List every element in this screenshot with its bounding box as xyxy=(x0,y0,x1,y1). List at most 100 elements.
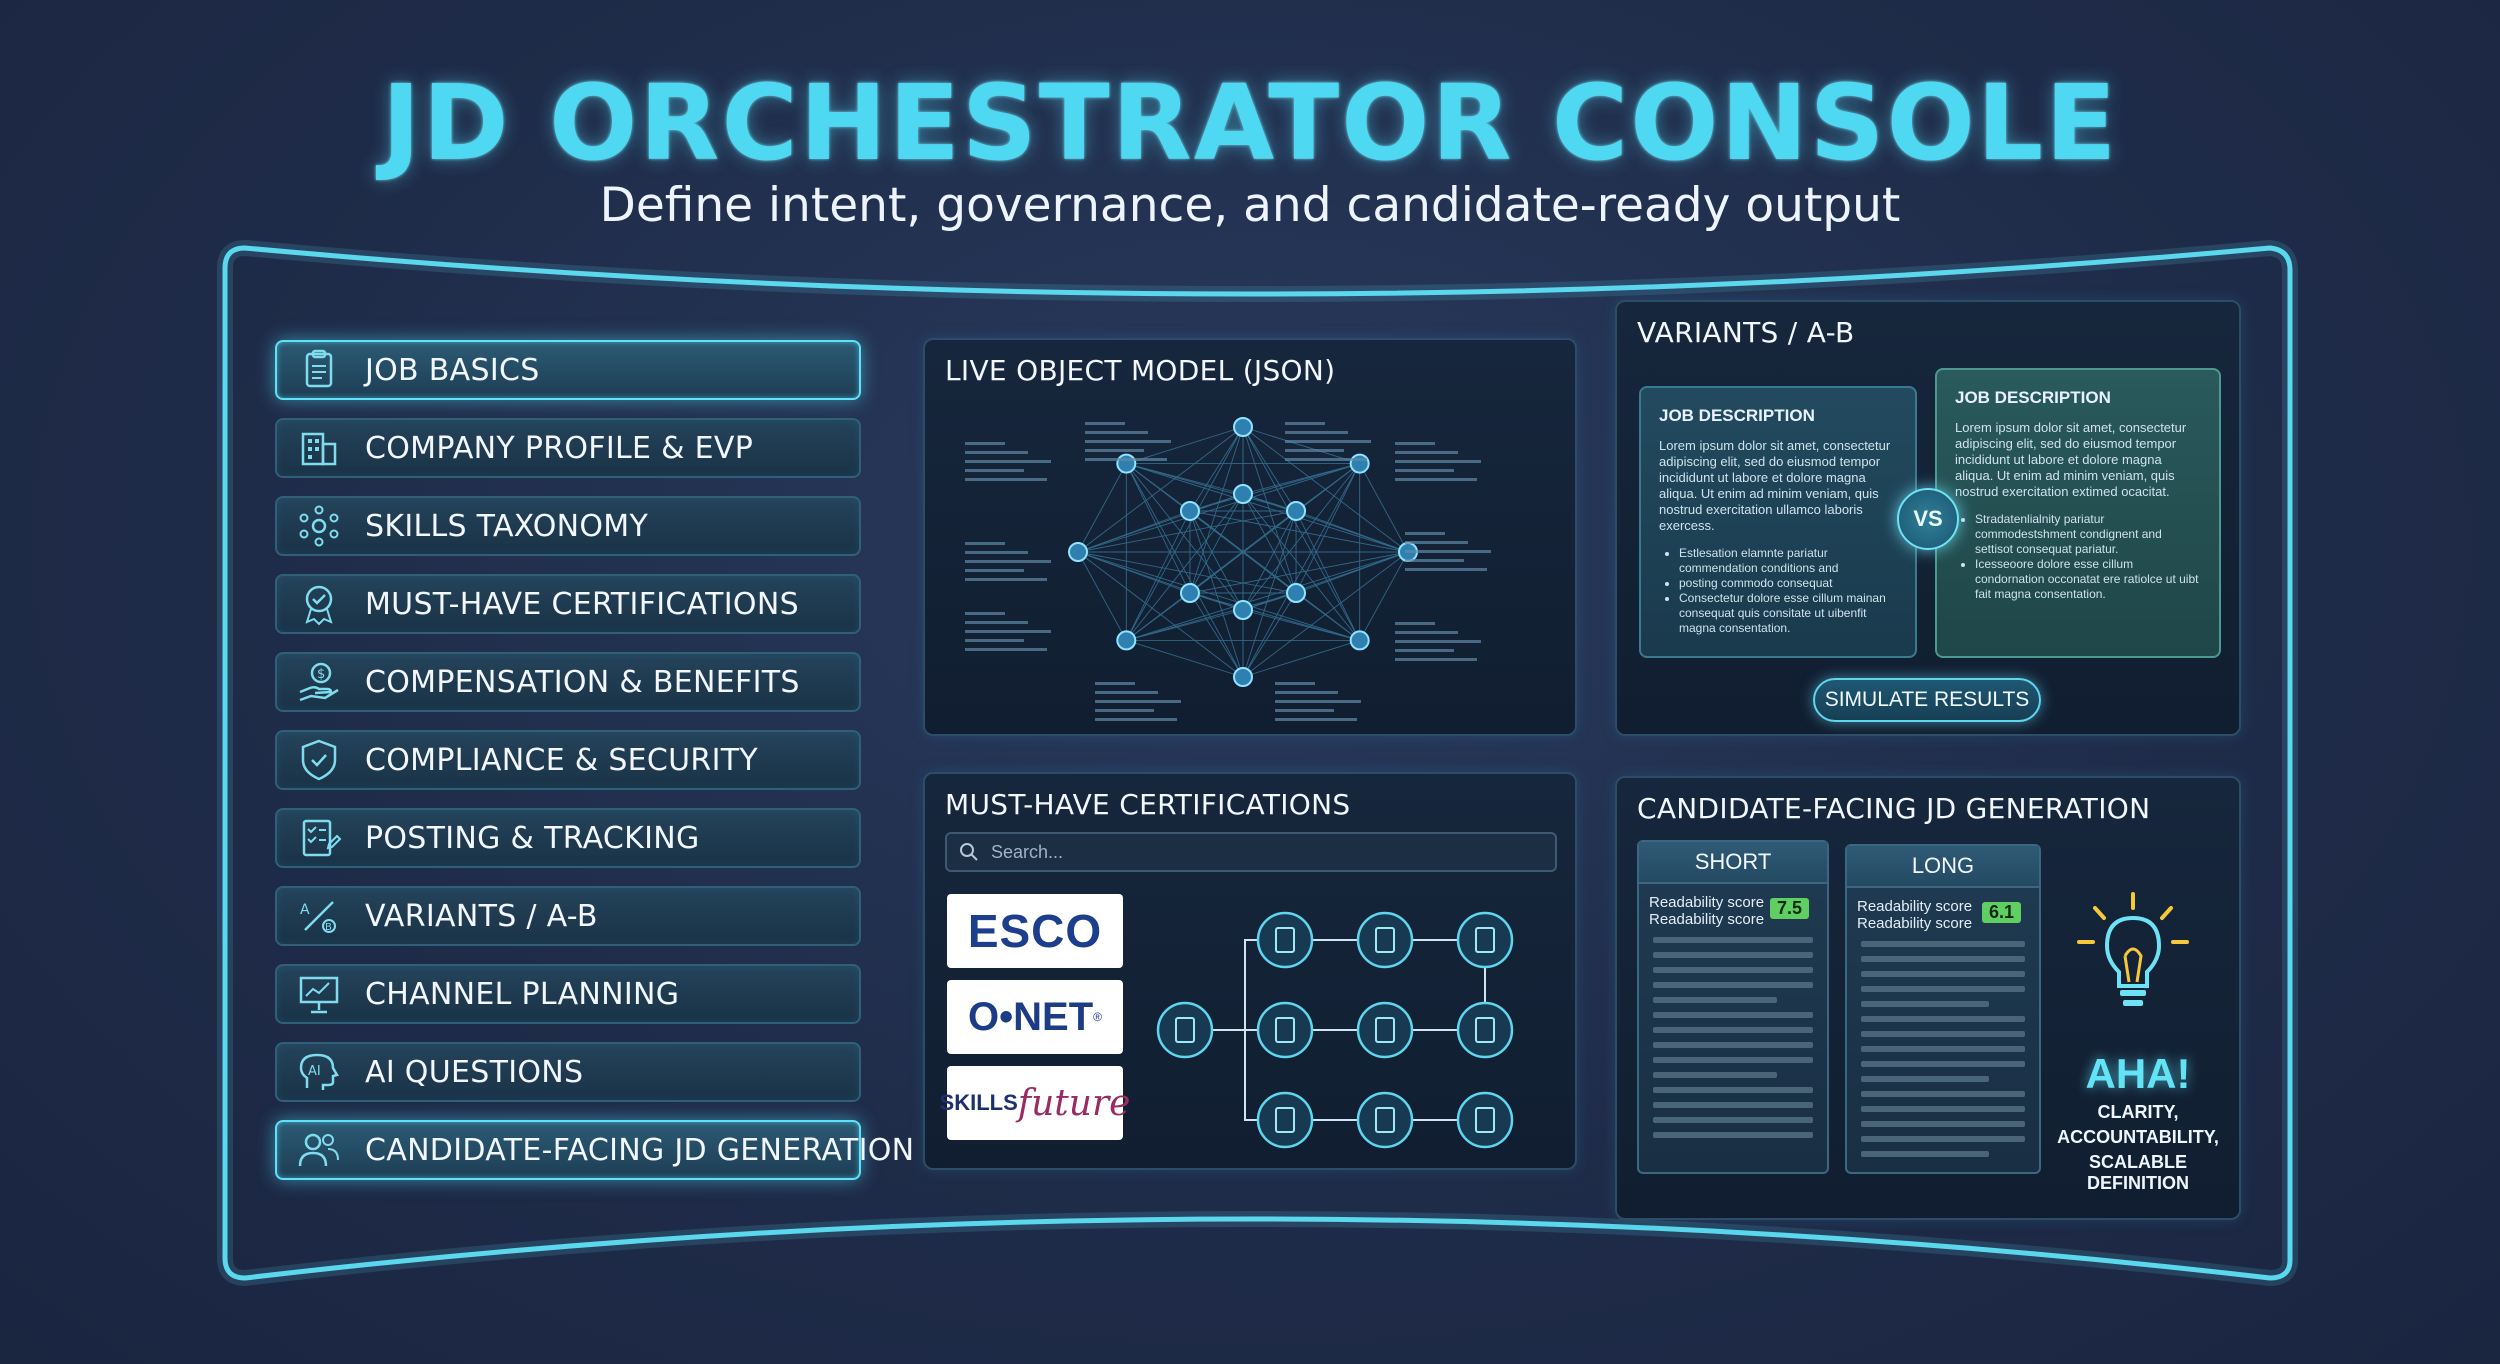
graph-edge xyxy=(1242,426,1361,641)
text-line xyxy=(1653,1042,1813,1048)
sidebar-item-compensation[interactable]: $ COMPENSATION & BENEFITS xyxy=(275,652,861,712)
graph-node[interactable] xyxy=(1233,667,1253,687)
text-line xyxy=(1861,1031,2025,1037)
graph-edge xyxy=(1126,551,1409,641)
variant-a-card[interactable]: JOB DESCRIPTION Lorem ipsum dolor sit am… xyxy=(1639,386,1917,658)
sidebar-item-company-profile[interactable]: COMPANY PROFILE & EVP xyxy=(275,418,861,478)
document-icon[interactable] xyxy=(1256,911,1314,969)
code-line xyxy=(1095,700,1181,703)
sidebar-item-ai-questions[interactable]: AI AI QUESTIONS xyxy=(275,1042,861,1102)
onet-logo[interactable]: O•NET® xyxy=(947,980,1123,1054)
sidebar-item-label: VARIANTS / A-B xyxy=(365,898,598,934)
certification-search[interactable] xyxy=(945,832,1557,872)
graph-node[interactable] xyxy=(1233,600,1253,620)
graph-node[interactable] xyxy=(1179,500,1200,521)
short-score-block: Readability score Readability score 7.5 xyxy=(1639,884,1827,928)
graph-edge xyxy=(1126,426,1244,465)
text-line xyxy=(1861,1151,1989,1157)
building-icon xyxy=(295,424,343,472)
graph-edge xyxy=(1126,639,1244,678)
graph-node[interactable] xyxy=(1116,630,1137,651)
text-line xyxy=(1653,1117,1813,1123)
search-input[interactable] xyxy=(989,840,1493,864)
long-text-lines xyxy=(1847,941,2039,1157)
simulate-results-button[interactable]: SIMULATE RESULTS xyxy=(1813,678,2041,722)
graph-edge xyxy=(1242,426,1297,594)
code-line xyxy=(965,578,1047,581)
text-line xyxy=(1861,941,2025,947)
document-icon[interactable] xyxy=(1156,1001,1214,1059)
variant-a-body: Lorem ipsum dolor sit amet, consectetur … xyxy=(1659,438,1891,533)
vs-badge: VS xyxy=(1897,488,1959,550)
code-line xyxy=(965,542,1005,545)
graph-edge xyxy=(1126,592,1297,641)
onet-logo-mark: ® xyxy=(1093,1010,1102,1024)
sidebar-item-posting[interactable]: POSTING & TRACKING xyxy=(275,808,861,868)
long-score-badge: 6.1 xyxy=(1981,902,2021,923)
svg-text:$: $ xyxy=(317,667,325,682)
graph-edge xyxy=(1126,609,1244,641)
sidebar-item-jd-generation[interactable]: CANDIDATE-FACING JD GENERATION xyxy=(275,1120,914,1180)
code-line xyxy=(965,460,1051,463)
skillsfuture-logo-part-b: future xyxy=(1017,1082,1131,1124)
sidebar-item-certifications[interactable]: MUST-HAVE CERTIFICATIONS xyxy=(275,574,861,634)
graph-node[interactable] xyxy=(1179,583,1200,604)
sidebar-item-label: COMPLIANCE & SECURITY xyxy=(365,742,758,778)
document-icon[interactable] xyxy=(1456,1091,1514,1149)
graph-edge xyxy=(1242,592,1297,678)
code-line xyxy=(1275,718,1357,721)
document-icon[interactable] xyxy=(1256,1091,1314,1149)
panel-title: MUST-HAVE CERTIFICATIONS xyxy=(945,788,1351,821)
sidebar-item-skills-taxonomy[interactable]: SKILLS TAXONOMY xyxy=(275,496,861,556)
code-line xyxy=(1285,458,1367,461)
graph-node[interactable] xyxy=(1349,453,1370,474)
sidebar-item-compliance[interactable]: COMPLIANCE & SECURITY xyxy=(275,730,861,790)
graph-edge xyxy=(1189,493,1244,594)
object-graph[interactable] xyxy=(925,402,1575,732)
graph-edge xyxy=(1242,639,1360,678)
short-jd-card[interactable]: SHORT Readability score Readability scor… xyxy=(1637,840,1829,1174)
list-item: posting commodo consequat xyxy=(1679,576,1897,591)
graph-node[interactable] xyxy=(1349,630,1370,651)
flow-arrow xyxy=(1213,1029,1257,1121)
document-icon[interactable] xyxy=(1456,1001,1514,1059)
graph-edge xyxy=(1125,463,1244,678)
graph-edge xyxy=(1242,463,1361,611)
document-icon[interactable] xyxy=(1456,911,1514,969)
text-line xyxy=(1861,1016,2025,1022)
variant-b-card[interactable]: JOB DESCRIPTION Lorem ipsum dolor sit am… xyxy=(1935,368,2221,658)
graph-node[interactable] xyxy=(1286,583,1307,604)
code-line xyxy=(1395,649,1454,652)
code-line xyxy=(1285,440,1371,443)
document-icon[interactable] xyxy=(1356,911,1414,969)
document-icon[interactable] xyxy=(1256,1001,1314,1059)
variant-b-body: Lorem ipsum dolor sit amet, consectetur … xyxy=(1955,420,2187,499)
code-line xyxy=(1085,440,1171,443)
graph-edge xyxy=(1126,463,1409,553)
code-line xyxy=(1285,431,1348,434)
graph-node[interactable] xyxy=(1233,417,1253,437)
sidebar-item-channel-planning[interactable]: CHANNEL PLANNING xyxy=(275,964,861,1024)
code-line xyxy=(1395,451,1458,454)
code-line xyxy=(1285,449,1344,452)
graph-node[interactable] xyxy=(1068,542,1088,562)
graph-node[interactable] xyxy=(1116,453,1137,474)
long-jd-card[interactable]: LONG Readability score Readability score… xyxy=(1845,844,2041,1174)
graph-edge xyxy=(1359,463,1409,553)
sidebar-item-label: MUST-HAVE CERTIFICATIONS xyxy=(365,586,799,622)
graph-edge xyxy=(1077,463,1127,553)
long-jd-label: LONG xyxy=(1847,846,2039,888)
graph-node[interactable] xyxy=(1233,484,1253,504)
code-line xyxy=(965,451,1028,454)
graph-edge xyxy=(1077,463,1360,553)
code-line xyxy=(1395,442,1435,445)
sidebar-item-job-basics[interactable]: JOB BASICS xyxy=(275,340,861,400)
text-line xyxy=(1653,1132,1813,1138)
document-icon[interactable] xyxy=(1356,1001,1414,1059)
document-icon[interactable] xyxy=(1356,1091,1414,1149)
graph-node[interactable] xyxy=(1286,500,1307,521)
code-line xyxy=(1395,622,1435,625)
esco-logo[interactable]: ESCO xyxy=(947,894,1123,968)
